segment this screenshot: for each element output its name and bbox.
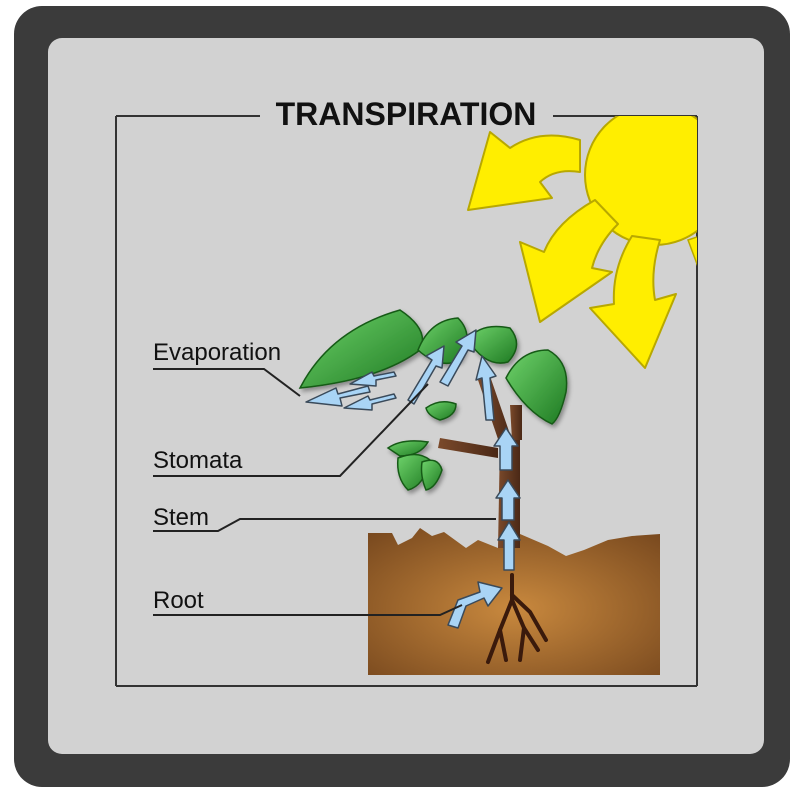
leaf-icon xyxy=(300,310,423,388)
stomata-label: Stomata xyxy=(153,447,243,474)
leaf-icon xyxy=(422,460,443,490)
leaf-icon xyxy=(426,402,456,420)
sunlight-arrow-icon xyxy=(520,200,618,322)
label-evaporation: Evaporation xyxy=(153,339,300,396)
sunlight-arrow-icon xyxy=(590,236,676,368)
sunlight-arrow-icon xyxy=(468,132,580,210)
evaporation-leader-line xyxy=(153,369,300,396)
sunlight-arrow-icon xyxy=(688,236,700,272)
label-stem: Stem xyxy=(153,504,496,531)
diagram-title: TRANSPIRATION xyxy=(276,96,537,132)
stem-label: Stem xyxy=(153,504,209,531)
root-label: Root xyxy=(153,587,204,614)
evaporation-label: Evaporation xyxy=(153,339,281,366)
leaf-icon xyxy=(388,441,428,456)
